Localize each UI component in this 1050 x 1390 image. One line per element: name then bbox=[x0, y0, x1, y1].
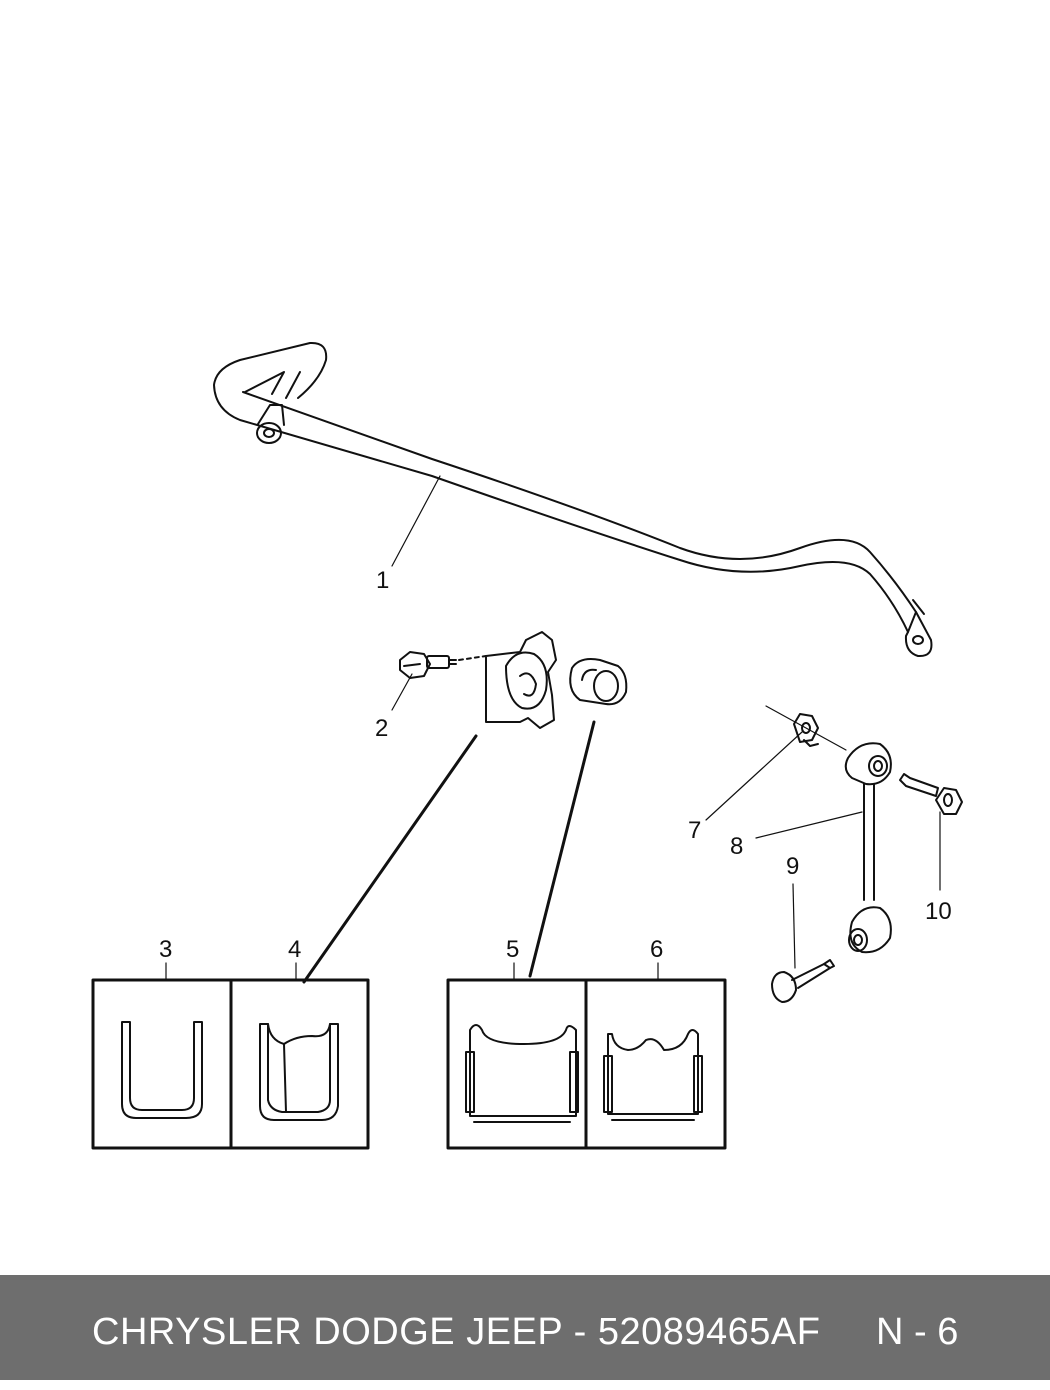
bolt-9 bbox=[771, 959, 835, 1003]
callout-3: 3 bbox=[159, 936, 172, 963]
bushing-variant-box-5-6 bbox=[446, 978, 727, 1150]
bolt-10 bbox=[899, 773, 963, 815]
footer-page-number: N - 6 bbox=[876, 1311, 959, 1353]
bracket-variant-box-3-4 bbox=[91, 978, 370, 1150]
parts-diagram: 1 2 3 4 5 6 7 8 9 10 bbox=[91, 341, 963, 1150]
bushing bbox=[569, 658, 628, 706]
bolt-2 bbox=[399, 651, 487, 679]
callout-4: 4 bbox=[288, 936, 301, 963]
callout-7: 7 bbox=[688, 817, 701, 844]
stabilizer-bar bbox=[213, 341, 933, 658]
leader-lines bbox=[165, 475, 941, 984]
callout-9: 9 bbox=[786, 853, 799, 880]
callout-2: 2 bbox=[375, 715, 388, 742]
stabilizer-link-8 bbox=[844, 742, 892, 954]
callout-8: 8 bbox=[730, 833, 743, 860]
callout-1: 1 bbox=[376, 567, 389, 594]
retainer-bracket bbox=[485, 631, 557, 729]
nut-7 bbox=[793, 713, 819, 747]
callout-10: 10 bbox=[925, 898, 952, 925]
callout-5: 5 bbox=[506, 936, 519, 963]
footer-title: CHRYSLER DODGE JEEP - 52089465AF bbox=[92, 1311, 821, 1353]
callout-6: 6 bbox=[650, 936, 663, 963]
footer-bar: CHRYSLER DODGE JEEP - 52089465AF N - 6 bbox=[0, 1275, 1050, 1380]
